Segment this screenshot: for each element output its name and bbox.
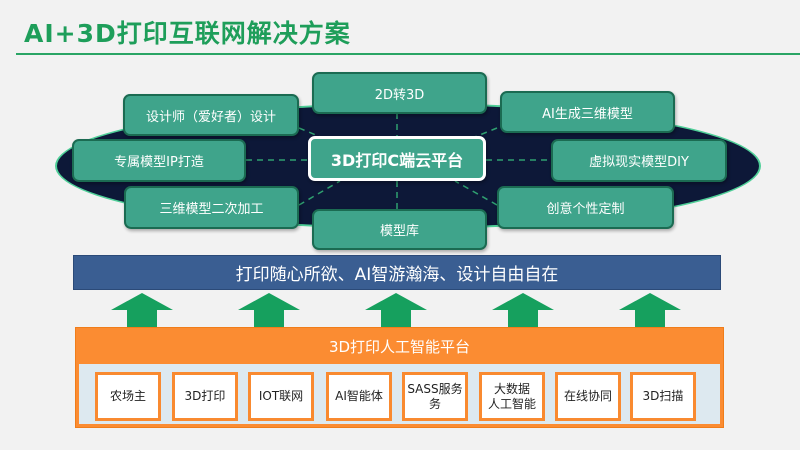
- node-designer[interactable]: 设计师（爱好者）设计: [123, 94, 299, 136]
- item-collaboration[interactable]: 在线协同: [555, 372, 621, 421]
- platform-items: 农场主 3D打印 IOT联网 AI智能体 SASS服务 务 大数据 人工智能 在…: [79, 364, 720, 424]
- node-ai-3d-model[interactable]: AI生成三维模型: [500, 91, 675, 133]
- ai-platform: 3D打印人工智能平台 农场主 3D打印 IOT联网 AI智能体 SASS服务 务…: [75, 327, 724, 428]
- item-iot[interactable]: IOT联网: [248, 372, 314, 421]
- item-ai-agent[interactable]: AI智能体: [326, 372, 392, 421]
- title-divider: [16, 53, 800, 55]
- center-platform[interactable]: 3D打印C端云平台: [308, 136, 486, 181]
- up-arrow-icon: [238, 293, 300, 327]
- item-farm-owner[interactable]: 农场主: [95, 372, 161, 421]
- platform-title: 3D打印人工智能平台: [328, 337, 471, 356]
- item-3d-scan[interactable]: 3D扫描: [630, 372, 696, 421]
- up-arrow-icon: [111, 293, 173, 327]
- node-model-library[interactable]: 模型库: [312, 209, 487, 250]
- up-arrow-icon: [492, 293, 554, 327]
- up-arrow-icon: [619, 293, 681, 327]
- node-custom[interactable]: 创意个性定制: [497, 186, 674, 229]
- page-title: AI+3D打印互联网解决方案: [24, 19, 351, 48]
- item-big-data-ai[interactable]: 大数据 人工智能: [479, 372, 545, 421]
- item-3d-print[interactable]: 3D打印: [172, 372, 238, 421]
- item-saas[interactable]: SASS服务 务: [402, 372, 468, 421]
- node-ip-model[interactable]: 专属模型IP打造: [72, 139, 246, 182]
- node-2d-to-3d[interactable]: 2D转3D: [312, 72, 487, 114]
- node-secondary-processing[interactable]: 三维模型二次加工: [124, 186, 299, 229]
- up-arrow-icon: [365, 293, 427, 327]
- node-vr-diy[interactable]: 虚拟现实模型DIY: [551, 139, 727, 182]
- slogan-banner: 打印随心所欲、AI智游瀚海、设计自由自在: [73, 255, 721, 290]
